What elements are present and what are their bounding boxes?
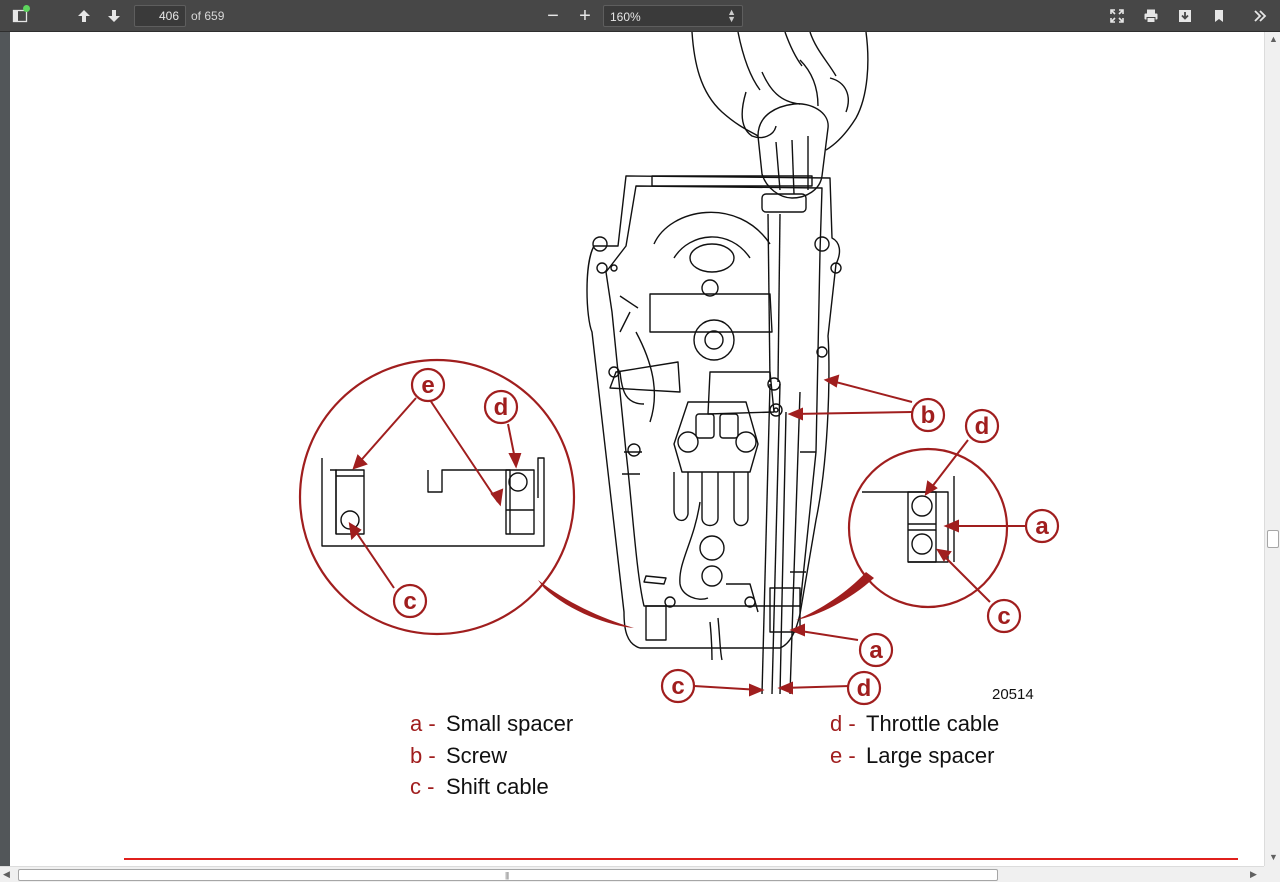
callout-b-label: b xyxy=(921,402,936,429)
legend-item: d - Throttle cable xyxy=(830,711,999,737)
hand-illustration xyxy=(691,32,869,151)
small-spacer-inset xyxy=(847,447,1009,609)
legend-text: Throttle cable xyxy=(866,711,1000,736)
figure-number: 20514 xyxy=(992,686,1034,703)
vertical-scrollbar[interactable]: ▲ ▼ xyxy=(1264,32,1280,866)
bookmark-icon[interactable] xyxy=(1207,4,1231,28)
arrow-down-icon[interactable] xyxy=(102,4,126,28)
callout-d-inset-left-circle xyxy=(483,389,519,425)
scroll-left-icon[interactable]: ◀ xyxy=(3,869,10,879)
callout-a-label: a xyxy=(869,637,883,664)
callout-c-inset-right-circle xyxy=(986,598,1022,634)
horizontal-scrollbar[interactable]: ◀ ||| ▶ xyxy=(0,866,1264,882)
callout-b-circle xyxy=(910,397,946,433)
sidebar-toggle-icon[interactable] xyxy=(8,4,32,28)
page-number-input[interactable] xyxy=(134,5,186,27)
zoom-out-button[interactable]: − xyxy=(547,4,559,27)
inset-connector-right xyxy=(796,572,874,620)
inset-connector-left xyxy=(538,580,634,628)
legend-item: e - Large spacer xyxy=(830,743,994,769)
scroll-up-icon[interactable]: ▲ xyxy=(1269,34,1278,44)
scrollbar-corner xyxy=(1264,866,1280,882)
callout-e-circle xyxy=(410,367,446,403)
zoom-in-button[interactable]: + xyxy=(579,4,591,27)
legend-letter: d - xyxy=(830,711,856,736)
vertical-scroll-thumb[interactable] xyxy=(1267,530,1279,548)
callout-c-label: c xyxy=(997,603,1010,630)
legend-item: a - Small spacer xyxy=(410,711,573,737)
page-total-label: of 659 xyxy=(191,9,225,23)
scroll-right-icon[interactable]: ▶ xyxy=(1250,869,1257,879)
legend-item: c - Shift cable xyxy=(410,774,549,800)
callout-c-circle xyxy=(660,668,696,704)
print-icon[interactable] xyxy=(1139,4,1163,28)
legend-letter: e - xyxy=(830,743,856,768)
zoom-value: 160% xyxy=(610,10,641,24)
chevron-updown-icon: ▲▼ xyxy=(727,7,736,24)
cables-illustration xyxy=(709,383,801,695)
callout-d-circle xyxy=(846,670,882,706)
large-spacer-inset xyxy=(298,358,576,636)
pdf-page: b e d c d a c a c d 20514 a - Small space… xyxy=(10,32,1264,866)
pdf-toolbar: of 659 − + 160% ▲▼ xyxy=(0,0,1280,32)
page-divider xyxy=(124,858,1238,860)
scroll-down-icon[interactable]: ▼ xyxy=(1269,852,1278,862)
tools-icon[interactable] xyxy=(1248,4,1272,28)
legend-item: b - Screw xyxy=(410,743,507,769)
grip-icon: ||| xyxy=(505,871,509,880)
legend-text: Shift cable xyxy=(446,774,549,799)
callout-d-label: d xyxy=(494,394,509,421)
callout-c-inset-left-circle xyxy=(392,583,428,619)
legend-letter: b - xyxy=(410,743,436,768)
callout-d-inset-right-circle xyxy=(964,408,1000,444)
callout-c-label: c xyxy=(671,673,684,700)
callout-a-inset-right-circle xyxy=(1024,508,1060,544)
download-icon[interactable] xyxy=(1173,4,1197,28)
legend-text: Large spacer xyxy=(866,743,995,768)
legend-letter: a - xyxy=(410,711,436,736)
legend-letter: c - xyxy=(410,774,435,799)
legend-text: Screw xyxy=(446,743,508,768)
callout-a-circle xyxy=(858,632,894,668)
callout-d-label: d xyxy=(857,675,872,702)
legend-text: Small spacer xyxy=(446,711,574,736)
callout-a-label: a xyxy=(1035,513,1049,540)
document-viewer[interactable]: b e d c d a c a c d 20514 a - Small space… xyxy=(0,32,1264,866)
callout-e-label: e xyxy=(421,372,434,399)
horizontal-scroll-thumb[interactable]: ||| xyxy=(18,869,998,881)
control-housing-illustration xyxy=(586,175,842,649)
callout-c-label: c xyxy=(403,588,416,615)
arrow-up-icon[interactable] xyxy=(72,4,96,28)
cable-installation-diagram: b e d c d a c a c d xyxy=(298,32,1060,706)
zoom-select[interactable]: 160% ▲▼ xyxy=(603,5,743,27)
fullscreen-icon[interactable] xyxy=(1105,4,1129,28)
callout-d-label: d xyxy=(975,413,990,440)
